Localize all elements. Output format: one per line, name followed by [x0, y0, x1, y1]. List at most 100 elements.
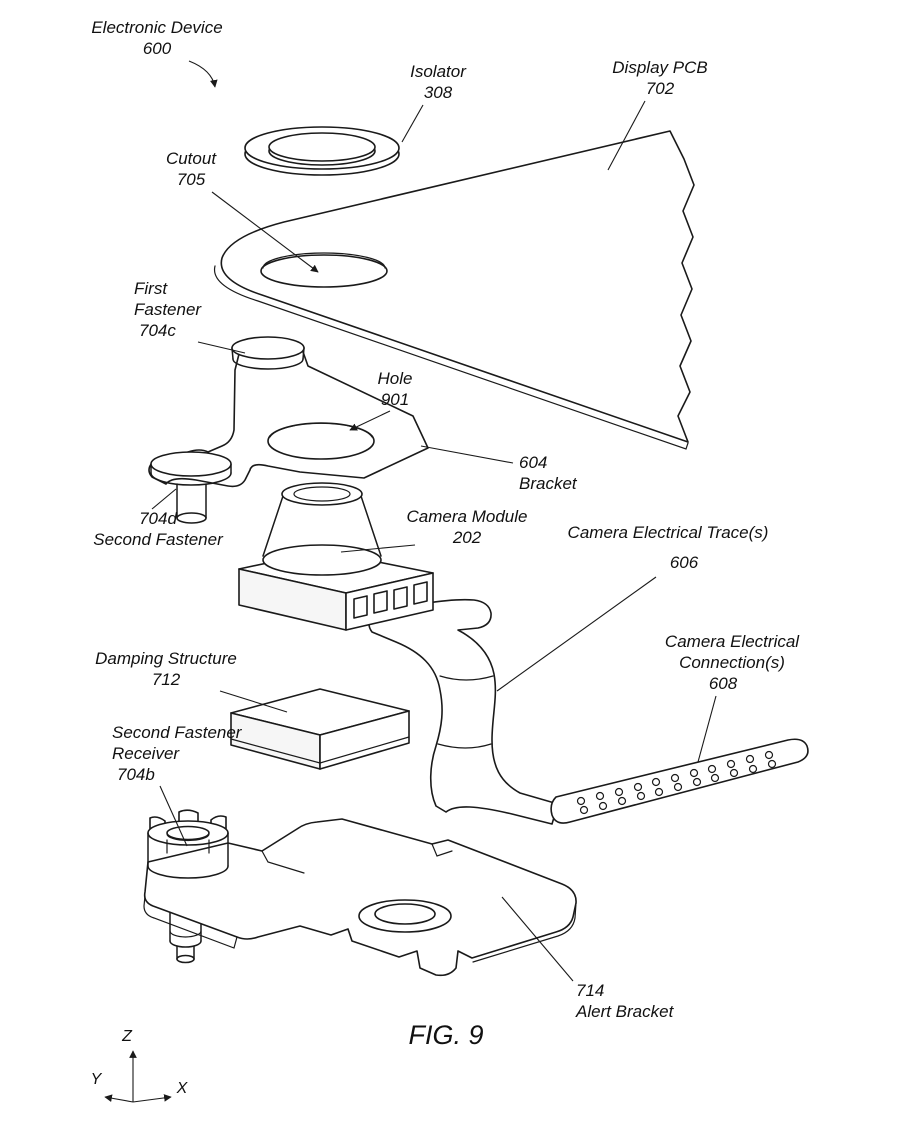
damping-lip-right — [319, 736, 410, 764]
bracket-hole-thickness — [269, 422, 373, 438]
leader-lines — [151, 60, 717, 982]
label-camera-module-num: 202 — [452, 528, 482, 547]
label-receiver-num: 704b — [117, 765, 155, 784]
label-connections-1: Camera Electrical — [665, 632, 800, 651]
label-second-fastener-num: 704d — [139, 509, 177, 528]
camera-connector-pin — [413, 581, 428, 605]
leader-camera-traces — [496, 576, 657, 692]
camera-lens-side-right — [360, 495, 382, 557]
post-stem-bottom — [176, 954, 195, 964]
label-display-pcb-num: 702 — [646, 79, 675, 98]
label-bracket: Bracket — [519, 474, 578, 493]
label-isolator: Isolator — [410, 62, 467, 81]
camera-connector-pin — [373, 590, 388, 614]
contact-pad — [745, 754, 755, 764]
part-display-pcb — [213, 130, 695, 450]
label-electronic-device: Electronic Device — [91, 18, 222, 37]
label-isolator-num: 308 — [424, 83, 453, 102]
leader-electronic-device — [188, 60, 218, 88]
contact-pad — [651, 777, 661, 787]
cutout-thickness — [262, 252, 386, 269]
coordinate-axes: Z Y X — [91, 1028, 189, 1103]
label-electronic-device-num: 600 — [143, 39, 172, 58]
contact-pad — [598, 801, 608, 811]
camera-connector-pin — [393, 586, 408, 610]
leader-bracket — [420, 445, 514, 464]
cutout-hole — [260, 254, 388, 288]
label-cutout-num: 705 — [177, 170, 206, 189]
isolator-inner — [268, 132, 376, 162]
receiver-hole — [166, 825, 210, 841]
camera-body-right — [345, 572, 434, 631]
post-bottom — [169, 940, 202, 948]
flex-outline — [368, 598, 559, 825]
contact-pad — [692, 777, 702, 787]
leader-receiver — [159, 785, 188, 847]
label-camera-traces-num: 606 — [670, 553, 699, 572]
label-receiver-2: Receiver — [112, 744, 180, 763]
flex-crease-lower — [437, 743, 492, 749]
receiver-body-bottom — [147, 865, 229, 879]
part-second-fastener-704d — [150, 451, 232, 524]
label-alert-bracket: Alert Bracket — [575, 1002, 675, 1021]
contact-pad — [614, 787, 624, 797]
part-damping-structure-712 — [230, 688, 410, 770]
contact-pad — [710, 773, 720, 783]
z-axis-label: Z — [121, 1028, 133, 1045]
label-hole: Hole — [378, 369, 413, 388]
label-damping-num: 712 — [152, 670, 181, 689]
label-damping: Damping Structure — [95, 649, 237, 668]
receiver-hole-depth — [166, 833, 210, 842]
label-cutout: Cutout — [166, 149, 217, 168]
x-axis-label: X — [176, 1080, 189, 1097]
label-first-fastener-1: First — [134, 279, 168, 298]
display-pcb-outline — [220, 130, 695, 443]
part-alert-bracket-714 — [143, 818, 577, 977]
contact-pad — [673, 782, 683, 792]
contact-pad — [764, 750, 774, 760]
damping-lip-left — [230, 738, 321, 764]
leader-camera-module — [340, 544, 416, 553]
alert-bracket-crease-left — [261, 850, 305, 874]
contact-pad — [595, 791, 605, 801]
label-display-pcb: Display PCB — [612, 58, 707, 77]
alert-bracket-thickness-right — [472, 902, 577, 963]
label-hole-num: 901 — [381, 390, 409, 409]
part-camera-flex-606 — [368, 598, 559, 825]
leader-cutout — [211, 191, 319, 273]
x-axis-arrow — [132, 1094, 172, 1103]
part-camera-connections-608 — [550, 738, 809, 824]
y-axis-arrow — [104, 1094, 134, 1103]
part-isolator — [244, 126, 400, 176]
figure-caption: FIG. 9 — [408, 1020, 483, 1050]
leader-alert-bracket — [501, 896, 574, 982]
leader-damping — [219, 690, 288, 713]
contact-pad — [729, 768, 739, 778]
label-receiver-1: Second Fastener — [112, 723, 243, 742]
leader-first-fastener — [197, 341, 246, 354]
labels: Electronic Device 600 Isolator 308 Displ… — [91, 18, 800, 1021]
connection-strip — [550, 738, 809, 824]
contact-pad — [636, 791, 646, 801]
part-first-fastener-704c — [231, 336, 305, 370]
label-alert-bracket-num: 714 — [576, 981, 604, 1000]
flex-crease-upper — [439, 675, 494, 681]
alert-bracket-outline — [143, 818, 577, 977]
contact-pad — [579, 805, 589, 815]
contact-pad — [654, 787, 664, 797]
label-camera-traces: Camera Electrical Trace(s) — [568, 523, 769, 542]
camera-lens-side-left — [262, 495, 284, 557]
fastener-704d-flange-bottom — [150, 472, 232, 486]
label-first-fastener-num: 704c — [139, 321, 176, 340]
label-first-fastener-2: Fastener — [134, 300, 202, 319]
contact-pad — [576, 796, 586, 806]
damping-right-face — [319, 710, 410, 770]
contact-pad — [689, 768, 699, 778]
contact-pad — [617, 796, 627, 806]
alert-bracket-thickness-left — [143, 895, 238, 949]
camera-connector-pin — [353, 595, 368, 619]
leader-second-fastener — [151, 488, 177, 510]
fastener-704d-flange-top — [150, 451, 232, 477]
